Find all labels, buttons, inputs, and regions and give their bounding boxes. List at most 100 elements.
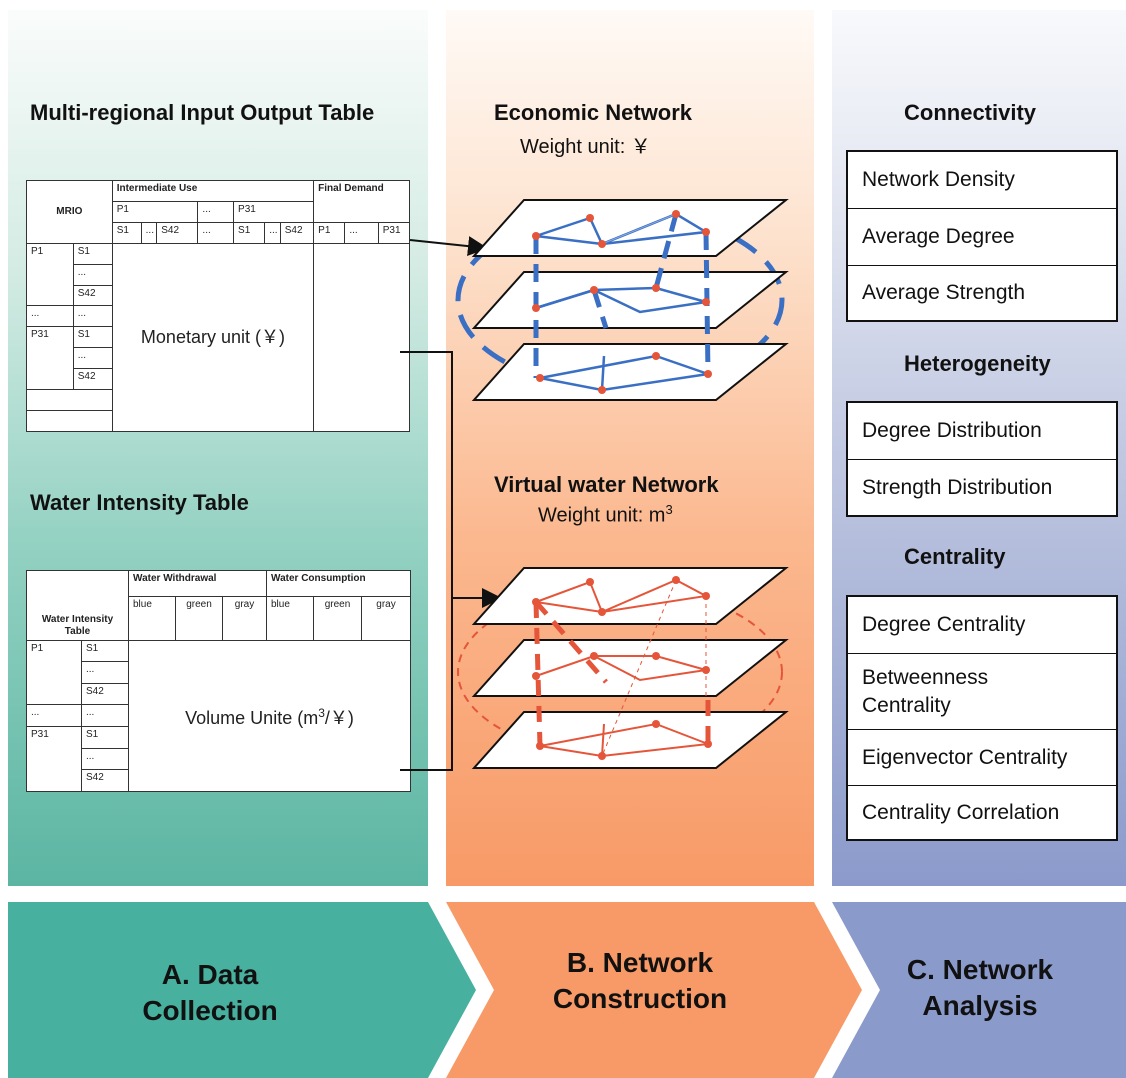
economic-node [598,240,606,248]
metric-average-degree: Average Degree [848,209,1116,266]
water-intensity-table: Water Withdrawal Water Consumption Water… [26,569,412,793]
row-header-s1: S1 [72,242,113,265]
economic-edge-faint [601,213,677,245]
water-intensity-table-title: Water Intensity Table [30,490,249,515]
mrio-table: MRIO Intermediate Use Final Demand P1 ..… [26,180,411,433]
stage-c-label: C. Network Analysis [906,954,1054,1021]
mrio-to-economic-arrow [409,236,488,257]
centrality-title: Centrality [904,544,1006,569]
row-header-ellipsis: ... [72,305,113,328]
economic-node [702,228,710,236]
row-header-s42: S42 [81,769,129,792]
metric-eigenvector-centrality: Eigenvector Centrality [848,730,1116,786]
water-layer-middle [471,639,789,697]
mrio-to-water-connector [400,351,453,771]
final-demand-block [313,242,410,433]
stage-b-arrow [446,902,862,1078]
economic-node [704,370,712,378]
row-header-ellipsis: ... [81,661,129,684]
wi-body-label: Volume Unite (m3/￥) [127,639,412,793]
row-header-ellipsis: ... [72,263,113,286]
water-node [704,740,712,748]
economic-interlayer-edge [653,213,679,289]
economic-edge-top [535,234,603,246]
economic-node [672,210,680,218]
virtual-water-network-graph [457,567,789,769]
economic-node [702,298,710,306]
water-node [702,592,710,600]
water-node [702,666,710,674]
col-blue: blue [128,596,176,641]
economic-network-title: Economic Network [494,100,693,125]
wi-corner-label: Water Intensity Table [26,596,129,641]
row-header-region-ellipsis: ... [26,305,74,328]
connectivity-metrics: Network Density Average Degree Average S… [846,150,1118,322]
water-edge-bottom [601,723,605,757]
water-layer-top [471,567,789,625]
metric-degree-centrality: Degree Centrality [848,597,1116,654]
water-node [598,608,606,616]
economic-interlayer-edge [591,289,609,329]
row-header-s42: S42 [72,284,113,307]
row-header-p31: P31 [26,726,82,792]
heterogeneity-title: Heterogeneity [904,351,1051,376]
water-node [598,752,606,760]
water-node [536,742,544,750]
water-node [586,578,594,586]
col-gray: gray [360,596,412,641]
mrio-table-title: Multi-regional Input Output Table [30,100,375,125]
economic-node [532,232,540,240]
heterogeneity-metrics: Degree Distribution Strength Distributio… [846,401,1118,517]
water-node [532,598,540,606]
mrio-body-label: Monetary unit (￥) [111,242,315,433]
economic-layer-middle [471,271,789,329]
economic-node [536,374,544,382]
water-node [532,672,540,680]
virtual-water-network-title: Virtual water Network [494,472,719,497]
water-unit-sup: 3 [665,502,673,517]
economic-edge-bottom [600,355,606,391]
col-header-fd-p31: P31 [377,221,411,244]
water-node [590,652,598,660]
metric-network-density: Network Density [848,152,1116,209]
economic-network-graph [455,199,789,401]
economic-network-unit: Weight unit: ￥ [520,136,651,158]
water-unit-prefix: Weight unit: m [538,504,666,527]
water-edge-top [535,578,710,614]
economic-node [586,214,594,222]
water-edge-top [535,601,603,613]
row-header-ellipsis: ... [72,347,113,370]
col-header-fd-ellipsis: ... [344,221,379,244]
metric-betweenness-centrality: Betweenness Centrality [848,654,1116,730]
final-demand-header: Final Demand [313,180,410,223]
row-header-s42: S42 [72,368,113,391]
water-node [652,720,660,728]
stage-b-label: B. Network Construction [552,947,728,1014]
row-header-p31: P31 [26,326,74,391]
economic-node [532,304,540,312]
row-header-s1: S1 [81,726,129,749]
water-interlayer-edge [534,600,608,684]
wi-body-prefix: Volume Unite (m [185,708,319,729]
water-withdrawal-header: Water Withdrawal [128,569,267,598]
economic-edge-middle [535,288,595,310]
row-header-p1: P1 [26,242,74,307]
water-node [672,576,680,584]
economic-node [652,284,660,292]
metric-strength-distribution: Strength Distribution [862,475,1053,499]
water-consumption-header: Water Consumption [265,569,412,598]
col-green: green [175,596,223,641]
water-edge-middle [535,655,707,682]
stage-a-arrow [8,902,476,1078]
virtual-water-network-unit: Weight unit: m3 [538,502,673,528]
wi-body-suffix: /￥) [324,708,354,729]
connectivity-title: Connectivity [904,100,1037,125]
economic-node [590,286,598,294]
row-header-p1: P1 [26,639,82,706]
water-node [652,652,660,660]
stage-a-label: A. Data Collection [142,959,278,1026]
economic-node [652,352,660,360]
row-spacer [26,409,113,433]
